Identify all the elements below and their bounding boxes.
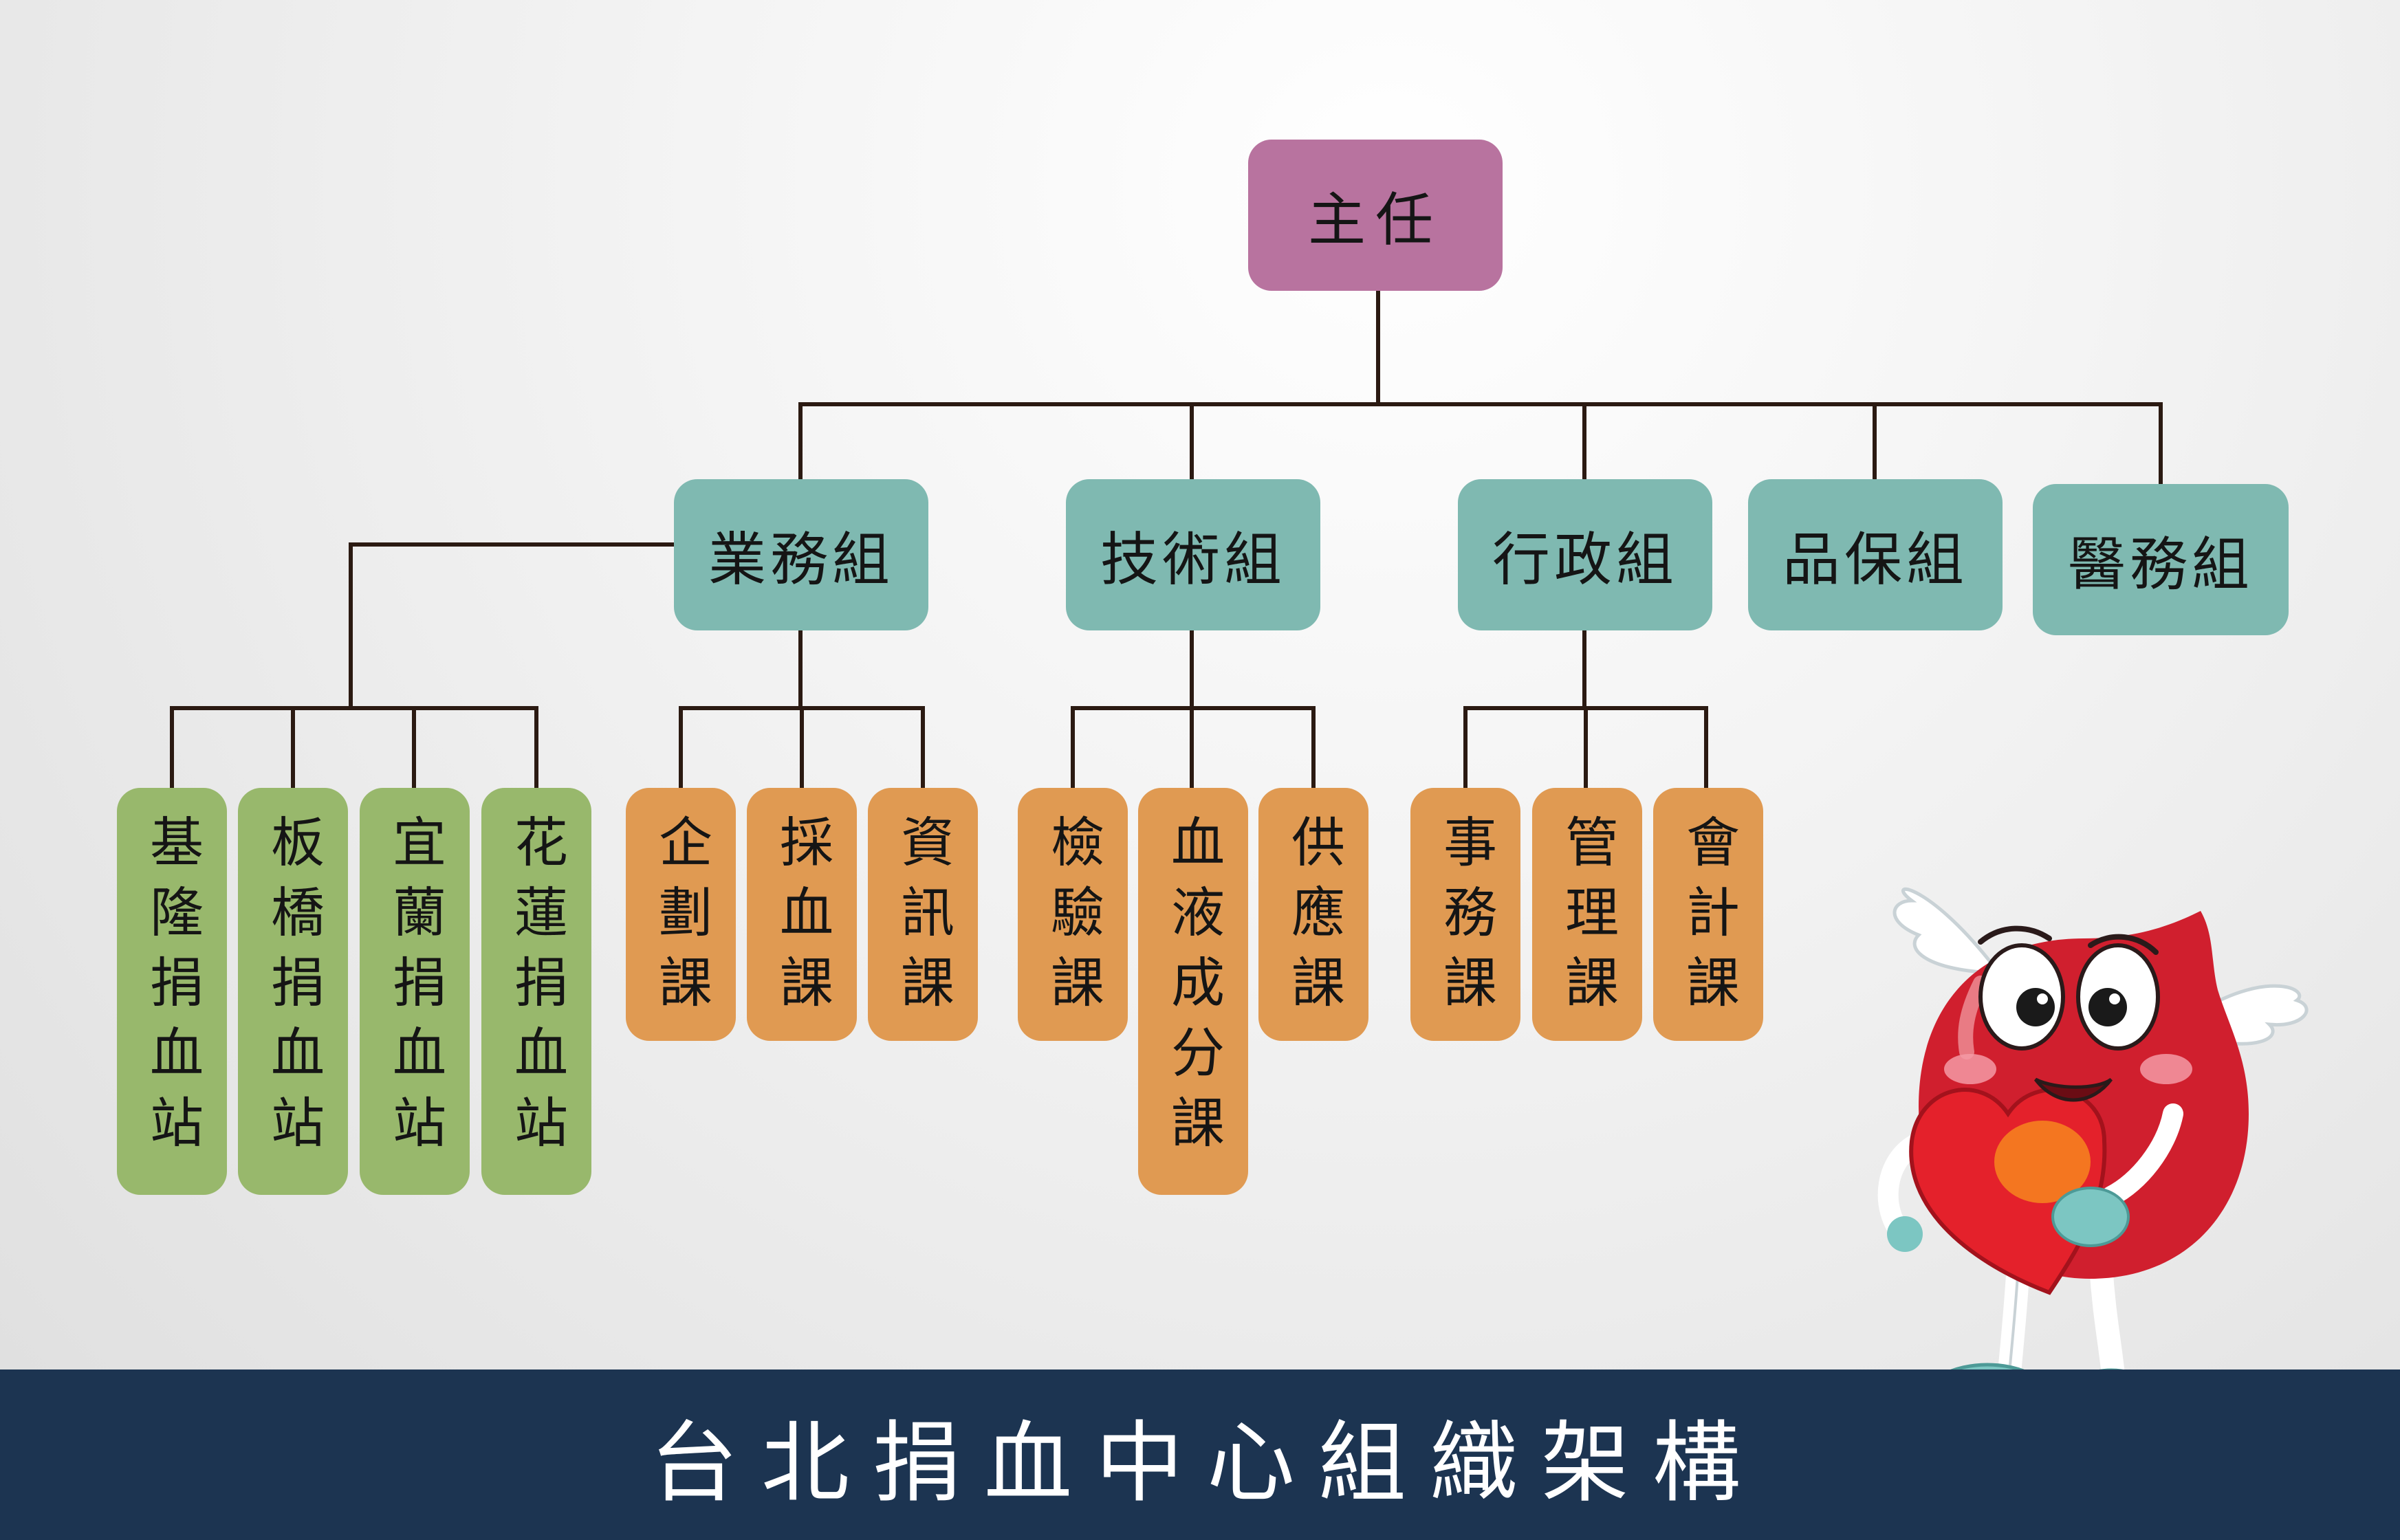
group-administration: 行政組: [1458, 479, 1712, 630]
section-blood-collection: 採血課: [747, 788, 857, 1041]
group-label: 行政組: [1492, 525, 1678, 593]
station-label: 板橋捐血站: [262, 814, 324, 1165]
station-hualien: 花蓮捐血站: [481, 788, 591, 1195]
section-planning: 企劃課: [626, 788, 736, 1041]
section-label: 檢驗課: [1042, 814, 1104, 1024]
group-label: 業務組: [708, 525, 894, 593]
group-label: 品保組: [1782, 525, 1968, 593]
section-label: 供應課: [1283, 814, 1344, 1024]
section-label: 血液成分課: [1162, 814, 1224, 1165]
group-quality-assurance: 品保組: [1748, 479, 2003, 630]
director-box: 主任: [1248, 140, 1503, 291]
section-accounting: 會計課: [1653, 788, 1763, 1041]
section-supply: 供應課: [1258, 788, 1368, 1041]
section-label: 採血課: [771, 814, 833, 1024]
station-label: 基隆捐血站: [141, 814, 203, 1165]
section-blood-components: 血液成分課: [1138, 788, 1248, 1195]
section-label: 管理課: [1556, 814, 1618, 1024]
section-label: 會計課: [1677, 814, 1739, 1024]
director-label: 主任: [1307, 186, 1443, 254]
section-management: 管理課: [1532, 788, 1642, 1041]
section-label: 企劃課: [650, 814, 712, 1024]
section-testing: 檢驗課: [1018, 788, 1128, 1041]
group-technical: 技術組: [1066, 479, 1320, 630]
chart-title: 台北捐血中心組織架構: [649, 1411, 1764, 1515]
station-label: 花蓮捐血站: [505, 814, 567, 1165]
section-label: 事務課: [1434, 814, 1496, 1024]
group-business: 業務組: [674, 479, 928, 630]
group-medical: 醫務組: [2033, 484, 2289, 635]
station-banqiao: 板橋捐血站: [238, 788, 348, 1195]
section-general-affairs: 事務課: [1410, 788, 1520, 1041]
connector-business-left: [349, 542, 677, 710]
footer-banner: 台北捐血中心組織架構: [0, 1370, 2400, 1540]
blood-drop-mascot-icon: [1877, 887, 2309, 1458]
station-yilan: 宜蘭捐血站: [360, 788, 470, 1195]
station-label: 宜蘭捐血站: [384, 814, 446, 1165]
station-keelung: 基隆捐血站: [117, 788, 227, 1195]
section-label: 資訊課: [892, 814, 954, 1024]
section-information: 資訊課: [868, 788, 978, 1041]
group-label: 技術組: [1100, 525, 1286, 593]
group-label: 醫務組: [2067, 530, 2254, 598]
